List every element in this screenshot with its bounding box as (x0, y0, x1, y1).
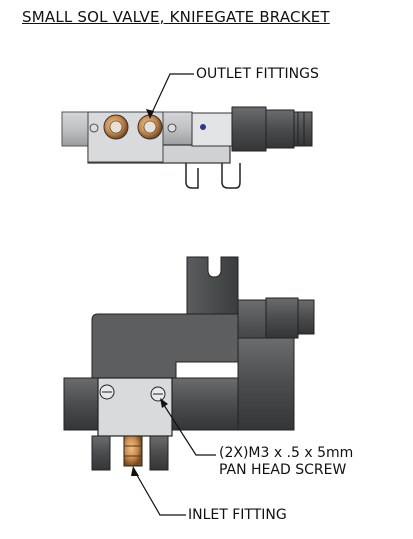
screw-icon (89, 123, 99, 133)
valve-body (63, 377, 105, 431)
arrowhead-icon (131, 466, 139, 476)
screw-leader (161, 401, 216, 456)
solenoid-coil (237, 337, 295, 431)
bracket-hook (221, 163, 241, 189)
connector-nut (297, 299, 315, 335)
side-view-valve (63, 256, 315, 471)
outlet-leader (149, 73, 194, 118)
inlet-fitting-icon (123, 435, 143, 467)
screw-callout-line2: PAN HEAD SCREW (219, 462, 347, 478)
screw-callout-line1: (2X)M3 x .5 x 5mm (219, 445, 354, 461)
fitting-stub (149, 435, 169, 471)
leader-lines (131, 73, 216, 516)
outlet-fittings-callout: OUTLET FITTINGS (196, 66, 319, 82)
connector-cap (265, 109, 295, 149)
connector-nut (293, 111, 313, 147)
screw-icon (167, 123, 177, 133)
connector-cap (265, 297, 299, 339)
top-view-valve (61, 106, 313, 189)
solenoid-connector (231, 106, 267, 152)
bracket-hook (185, 163, 199, 189)
inlet-leader (133, 469, 186, 516)
inlet-fitting-callout: INLET FITTING (188, 507, 287, 523)
indicator-dot-icon (200, 124, 206, 130)
drawing-title: SMALL SOL VALVE, KNIFEGATE BRACKET (22, 8, 330, 26)
fitting-stub (91, 435, 111, 471)
solenoid-coil (191, 112, 233, 147)
valve-body-side (171, 377, 239, 431)
arrowhead-icon (160, 398, 168, 408)
arrowhead-icon (146, 109, 154, 119)
